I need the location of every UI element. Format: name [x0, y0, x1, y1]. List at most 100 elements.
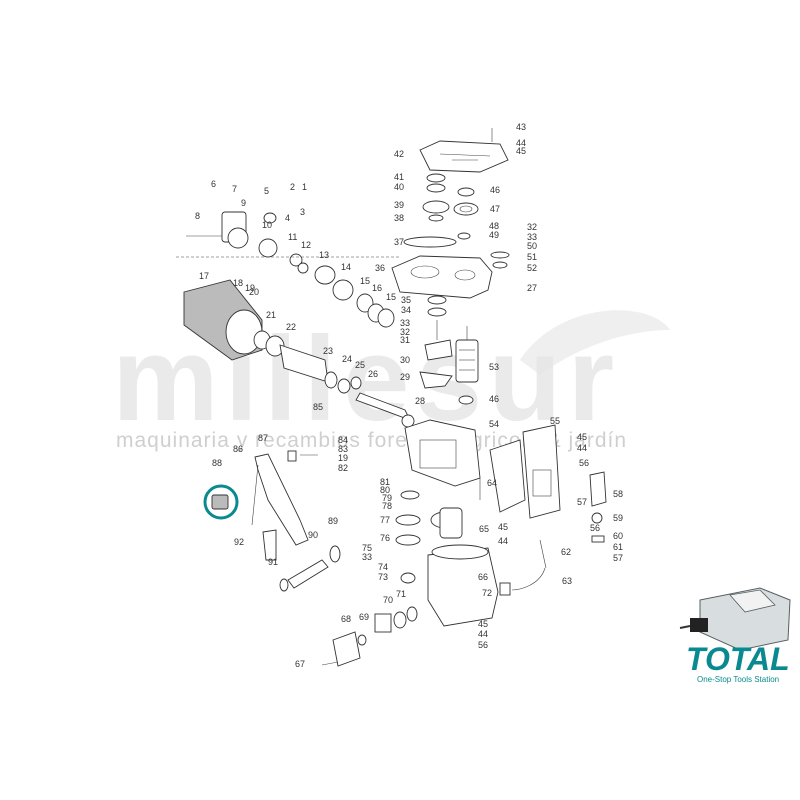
bracket-part	[332, 631, 361, 667]
part-label-32: 32	[527, 222, 537, 232]
part-label-80: 80	[380, 485, 390, 495]
part-label-45: 45	[498, 522, 508, 532]
part-label-77: 77	[380, 515, 390, 525]
part-label-12: 12	[301, 240, 311, 250]
part-label-18: 18	[233, 278, 243, 288]
part-label-41: 41	[394, 172, 404, 182]
part-label-9: 9	[241, 198, 246, 208]
part-label-4: 4	[285, 213, 290, 223]
part-label-85: 85	[313, 402, 323, 412]
part-label-24: 24	[342, 354, 352, 364]
oring-part	[403, 236, 457, 248]
highlight-circle	[203, 484, 239, 520]
part-label-89: 89	[328, 516, 338, 526]
part-label-10: 10	[262, 220, 272, 230]
part-label-86: 86	[233, 444, 243, 454]
part-label-1: 1	[302, 182, 307, 192]
part-label-45: 45	[516, 146, 526, 156]
part-label-31: 31	[400, 335, 410, 345]
watermark-tagline: maquinaria y recambios forestal, agricol…	[116, 429, 627, 452]
watermark-logo-text: millesur	[112, 312, 620, 446]
part-label-79: 79	[382, 493, 392, 503]
part-label-19: 19	[338, 453, 348, 463]
part-label-21: 21	[266, 310, 276, 320]
part-label-72: 72	[482, 588, 492, 598]
parts-illustration	[176, 128, 607, 667]
part-label-16: 16	[372, 283, 382, 293]
part-label-81: 81	[380, 477, 390, 487]
part-label-56: 56	[579, 458, 589, 468]
part-label-40: 40	[394, 182, 404, 192]
part-label-44: 44	[498, 536, 508, 546]
part-label-13: 13	[319, 250, 329, 260]
part-label-75: 75	[362, 543, 372, 553]
part-label-32: 32	[400, 327, 410, 337]
part-label-47: 47	[490, 204, 500, 214]
part-label-51: 51	[527, 252, 537, 262]
part-label-34: 34	[401, 305, 411, 315]
part-label-60: 60	[613, 531, 623, 541]
part-label-90: 90	[308, 530, 318, 540]
part-label-50: 50	[527, 241, 537, 251]
gear-housing-part	[391, 255, 493, 299]
part-label-67: 67	[295, 659, 305, 669]
part-label-87: 87	[258, 433, 268, 443]
gear-cover-part	[419, 140, 509, 173]
part-label-70: 70	[383, 595, 393, 605]
part-label-44: 44	[577, 443, 587, 453]
lower-housing-part	[427, 547, 499, 627]
part-label-62: 62	[561, 547, 571, 557]
part-label-69: 69	[359, 612, 369, 622]
part-label-15: 15	[386, 292, 396, 302]
part-label-52: 52	[527, 263, 537, 273]
brand-tagline: One-Stop Tools Station	[697, 675, 779, 684]
part-label-53: 53	[489, 362, 499, 372]
part-label-29: 29	[400, 372, 410, 382]
part-label-35: 35	[401, 295, 411, 305]
part-label-17: 17	[199, 271, 209, 281]
part-label-65: 65	[479, 524, 489, 534]
part-label-71: 71	[396, 589, 406, 599]
part-label-57: 57	[577, 497, 587, 507]
gear-part	[453, 202, 479, 216]
part-label-14: 14	[341, 262, 351, 272]
watermark-leaf-icon	[520, 310, 670, 375]
part-label-37: 37	[394, 237, 404, 247]
part-label-3: 3	[300, 207, 305, 217]
part-label-56: 56	[590, 523, 600, 533]
part-label-33: 33	[400, 318, 410, 328]
part-label-84: 84	[338, 435, 348, 445]
part-label-68: 68	[341, 614, 351, 624]
part-label-66: 66	[478, 572, 488, 582]
part-label-78: 78	[382, 501, 392, 511]
part-label-82: 82	[338, 463, 348, 473]
part-label-64: 64	[487, 478, 497, 488]
part-label-8: 8	[195, 211, 200, 221]
part-label-15: 15	[360, 276, 370, 286]
part-label-45: 45	[577, 432, 587, 442]
part-label-46: 46	[490, 185, 500, 195]
part-label-2: 2	[290, 182, 295, 192]
armature-part	[455, 339, 479, 383]
part-label-56: 56	[478, 640, 488, 650]
part-label-73: 73	[378, 572, 388, 582]
part-label-6: 6	[211, 179, 216, 189]
brand-area: TOTAL One-Stop Tools Station	[679, 587, 791, 684]
part-label-92: 92	[234, 537, 244, 547]
highlighted-part-88	[211, 494, 229, 510]
part-label-88: 88	[212, 458, 222, 468]
part-label-36: 36	[375, 263, 385, 273]
part-label-63: 63	[562, 576, 572, 586]
part-label-28: 28	[415, 396, 425, 406]
product-photo	[679, 587, 791, 651]
part-label-83: 83	[338, 444, 348, 454]
part-label-39: 39	[394, 200, 404, 210]
part-label-55: 55	[550, 416, 560, 426]
switch-part	[589, 471, 607, 507]
rear-handle-part	[489, 439, 526, 513]
part-label-33: 33	[527, 232, 537, 242]
part-label-27: 27	[527, 283, 537, 293]
motor-housing-part	[404, 419, 481, 487]
